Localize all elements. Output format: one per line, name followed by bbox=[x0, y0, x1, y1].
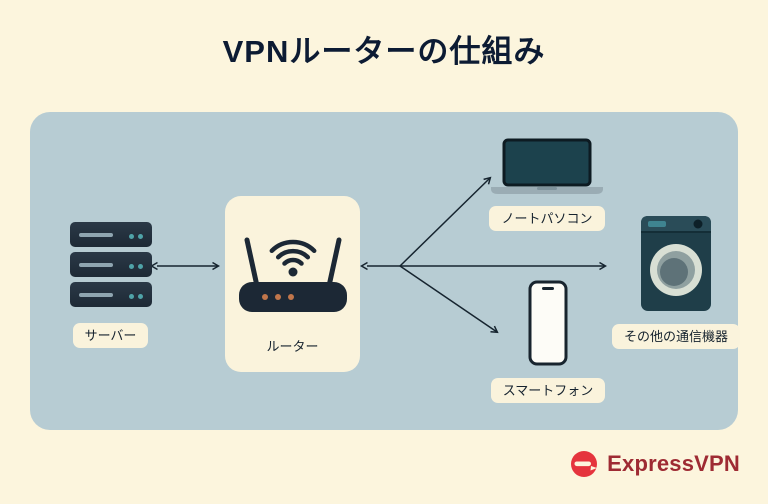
laptop-node: ノートパソコン bbox=[482, 138, 612, 231]
brand-wordmark: ExpressVPN bbox=[607, 451, 740, 476]
other-devices-label: その他の通信機器 bbox=[611, 324, 740, 349]
washing-machine-icon bbox=[641, 216, 711, 311]
antenna-right bbox=[326, 237, 341, 289]
smartphone-node: スマートフォン bbox=[488, 280, 608, 403]
antenna-left bbox=[244, 237, 259, 289]
server-icon bbox=[69, 222, 152, 307]
speaker-slot bbox=[542, 287, 554, 290]
server-unit bbox=[69, 222, 152, 247]
wifi-dot bbox=[288, 267, 297, 277]
server-node: サーバー bbox=[58, 222, 163, 348]
smartphone-label: スマートフォン bbox=[490, 378, 606, 403]
arrow-router-smartphone bbox=[399, 265, 499, 334]
page-title: VPNルーターの仕組み bbox=[222, 34, 546, 69]
router-card: ルーター bbox=[225, 196, 360, 372]
laptop-label: ノートパソコン bbox=[489, 206, 605, 231]
server-unit bbox=[69, 282, 152, 307]
arrow-router-laptop bbox=[399, 176, 492, 267]
server-label: サーバー bbox=[72, 323, 149, 348]
laptop-icon bbox=[491, 138, 603, 194]
server-unit bbox=[69, 252, 152, 277]
router-label: ルーター bbox=[254, 334, 331, 359]
other-devices-node: その他の通信機器 bbox=[608, 210, 744, 349]
detergent-drawer bbox=[648, 221, 666, 227]
wifi-router-icon bbox=[238, 237, 347, 312]
control-knob bbox=[693, 219, 703, 229]
smartphone-icon bbox=[528, 280, 568, 366]
expressvpn-logo: ExpressVPN bbox=[570, 450, 740, 478]
diagram-panel: サーバー ルーター ノートパソコン bbox=[30, 112, 740, 430]
door-glass bbox=[660, 258, 688, 286]
connection-arrows bbox=[150, 176, 607, 334]
expressvpn-mark-icon bbox=[571, 451, 598, 477]
